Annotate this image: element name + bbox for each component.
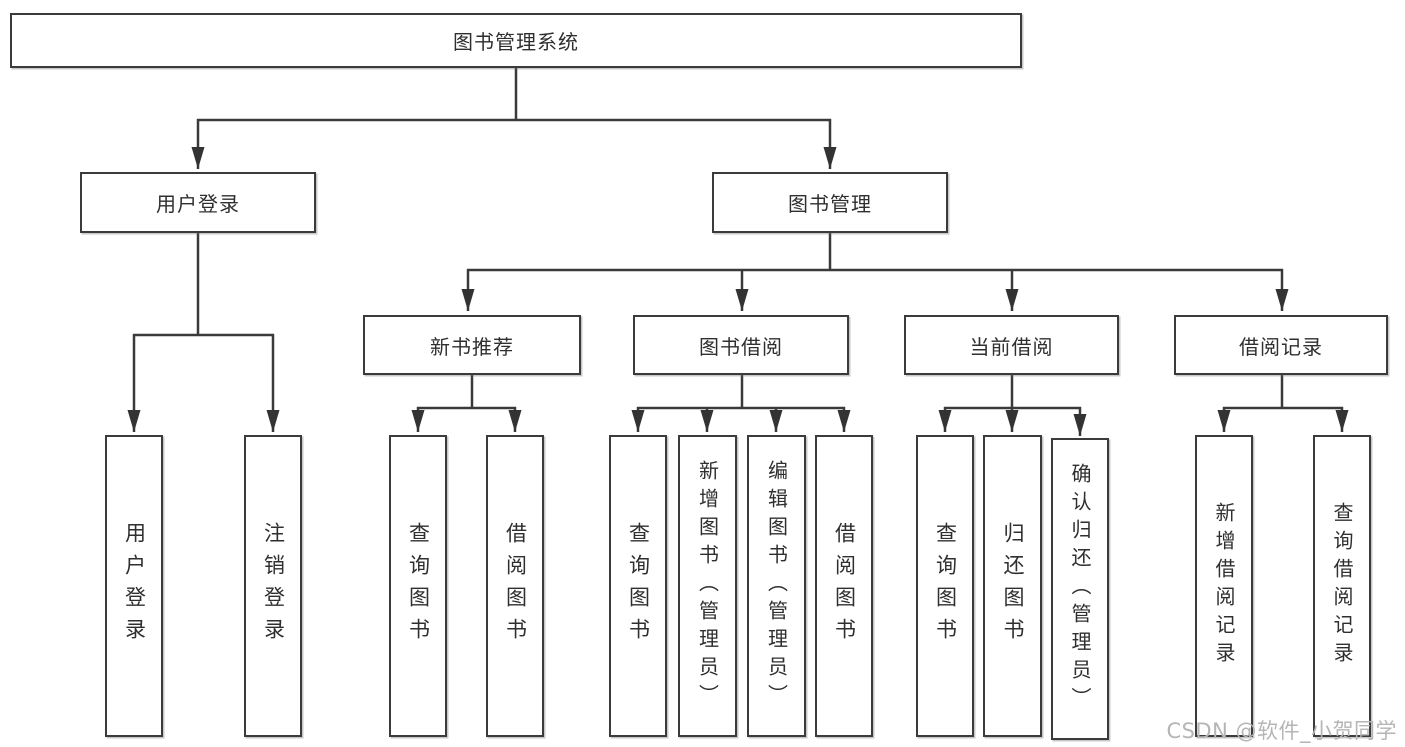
node-book-management: 图书管理 (712, 172, 948, 233)
leaf-borrowing-borrow-books-label: 借阅图书 (832, 522, 857, 650)
node-new-book-recommend-label: 新书推荐 (430, 334, 514, 359)
leaf-records-query-borrow-record-label: 查询借阅记录 (1330, 502, 1354, 670)
node-new-book-recommend: 新书推荐 (363, 315, 581, 375)
leaf-current-return-books-label: 归还图书 (1001, 522, 1025, 650)
leaf-user-login-label: 用户登录 (122, 522, 147, 650)
csdn-watermark: CSDN @软件_小贺同学 (1166, 719, 1397, 743)
leaf-logout-login: 注销登录 (244, 435, 302, 737)
node-library-system-label: 图书管理系统 (453, 30, 579, 54)
node-book-borrowing-label: 图书借阅 (699, 334, 783, 359)
leaf-user-login: 用户登录 (105, 435, 163, 737)
leaf-recommend-borrow-books-label: 借阅图书 (503, 522, 528, 650)
node-book-borrowing: 图书借阅 (633, 315, 849, 375)
leaf-recommend-borrow-books: 借阅图书 (486, 435, 544, 737)
leaf-records-query-borrow-record: 查询借阅记录 (1313, 435, 1371, 737)
node-user-login-label: 用户登录 (156, 192, 240, 216)
leaf-records-add-borrow-record: 新增借阅记录 (1195, 435, 1253, 737)
leaf-current-return-books: 归还图书 (983, 435, 1042, 737)
leaf-borrowing-add-books-admin-label: 新增图书（管理员） (695, 460, 720, 712)
leaf-borrowing-borrow-books: 借阅图书 (815, 435, 873, 737)
leaf-current-query-books-label: 查询图书 (933, 522, 958, 650)
node-book-management-label: 图书管理 (788, 192, 872, 216)
leaf-borrowing-query-books: 查询图书 (609, 435, 667, 737)
leaf-records-add-borrow-record-label: 新增借阅记录 (1212, 502, 1236, 670)
leaf-logout-login-label: 注销登录 (261, 522, 286, 650)
leaf-current-query-books: 查询图书 (916, 435, 974, 737)
leaf-borrowing-edit-books-admin-label: 编辑图书（管理员） (764, 460, 789, 712)
node-user-login: 用户登录 (80, 172, 316, 233)
leaf-borrowing-edit-books-admin: 编辑图书（管理员） (747, 435, 806, 737)
leaf-current-confirm-return-admin-label: 确认归还（管理员） (1068, 463, 1092, 715)
node-borrowing-records: 借阅记录 (1174, 315, 1388, 375)
node-current-borrowing: 当前借阅 (904, 315, 1119, 375)
node-borrowing-records-label: 借阅记录 (1239, 334, 1323, 359)
leaf-borrowing-add-books-admin: 新增图书（管理员） (678, 435, 737, 737)
node-library-system: 图书管理系统 (10, 13, 1022, 68)
leaf-current-confirm-return-admin: 确认归还（管理员） (1051, 438, 1109, 740)
node-current-borrowing-label: 当前借阅 (969, 334, 1054, 359)
leaf-recommend-query-books: 查询图书 (389, 435, 447, 737)
leaf-borrowing-query-books-label: 查询图书 (626, 522, 651, 650)
leaf-recommend-query-books-label: 查询图书 (406, 522, 431, 650)
